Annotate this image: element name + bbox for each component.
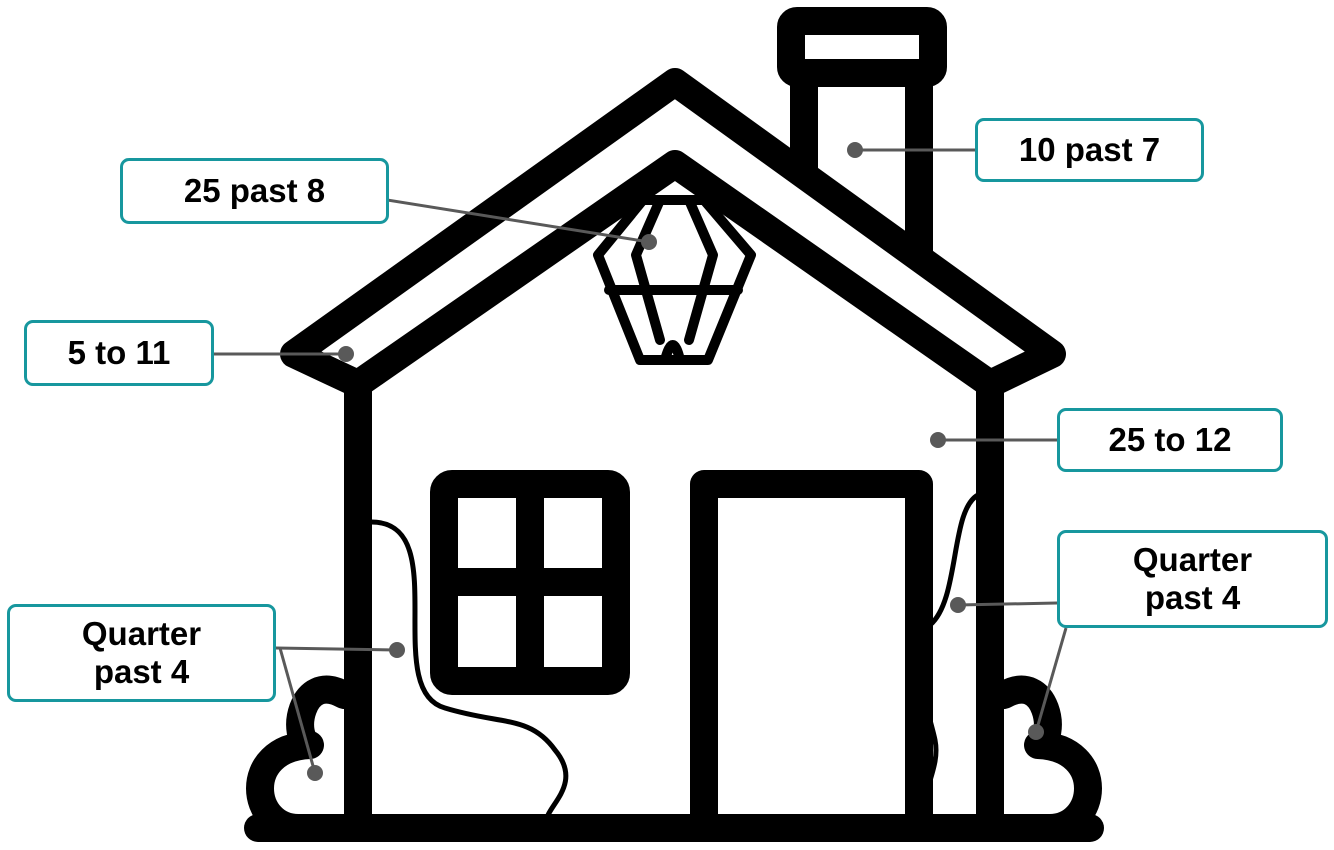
- window: [444, 484, 616, 681]
- door: [704, 484, 919, 828]
- anchor-dot-roof: [338, 346, 354, 362]
- label-vine-right-text: Quarter past 4: [1133, 541, 1252, 617]
- anchor-dot-wall: [930, 432, 946, 448]
- label-roof: 5 to 11: [24, 320, 214, 386]
- label-vine-left-text: Quarter past 4: [82, 615, 201, 691]
- anchor-dot-lantern: [641, 234, 657, 250]
- left-bush: [260, 690, 344, 828]
- anchor-dot-vine-right: [950, 597, 966, 613]
- label-wall-text: 25 to 12: [1109, 421, 1232, 459]
- anchor-dot-vine-left: [389, 642, 405, 658]
- label-chimney: 10 past 7: [975, 118, 1204, 182]
- anchor-dot-vine-right-bush: [1028, 724, 1044, 740]
- anchor-dot-chimney: [847, 142, 863, 158]
- lantern: [598, 200, 751, 360]
- label-lantern: 25 past 8: [120, 158, 389, 224]
- leader-line-vine-right: [958, 603, 1057, 605]
- label-vine-right: Quarter past 4: [1057, 530, 1328, 628]
- label-wall: 25 to 12: [1057, 408, 1283, 472]
- label-chimney-text: 10 past 7: [1019, 131, 1160, 169]
- anchor-dot-vine-left-bush: [307, 765, 323, 781]
- right-bush: [1004, 690, 1088, 828]
- leader-line-vine-left: [276, 648, 397, 650]
- label-vine-left: Quarter past 4: [7, 604, 276, 702]
- label-roof-text: 5 to 11: [68, 334, 171, 372]
- label-lantern-text: 25 past 8: [184, 172, 325, 210]
- anchor-dots: [307, 142, 1044, 781]
